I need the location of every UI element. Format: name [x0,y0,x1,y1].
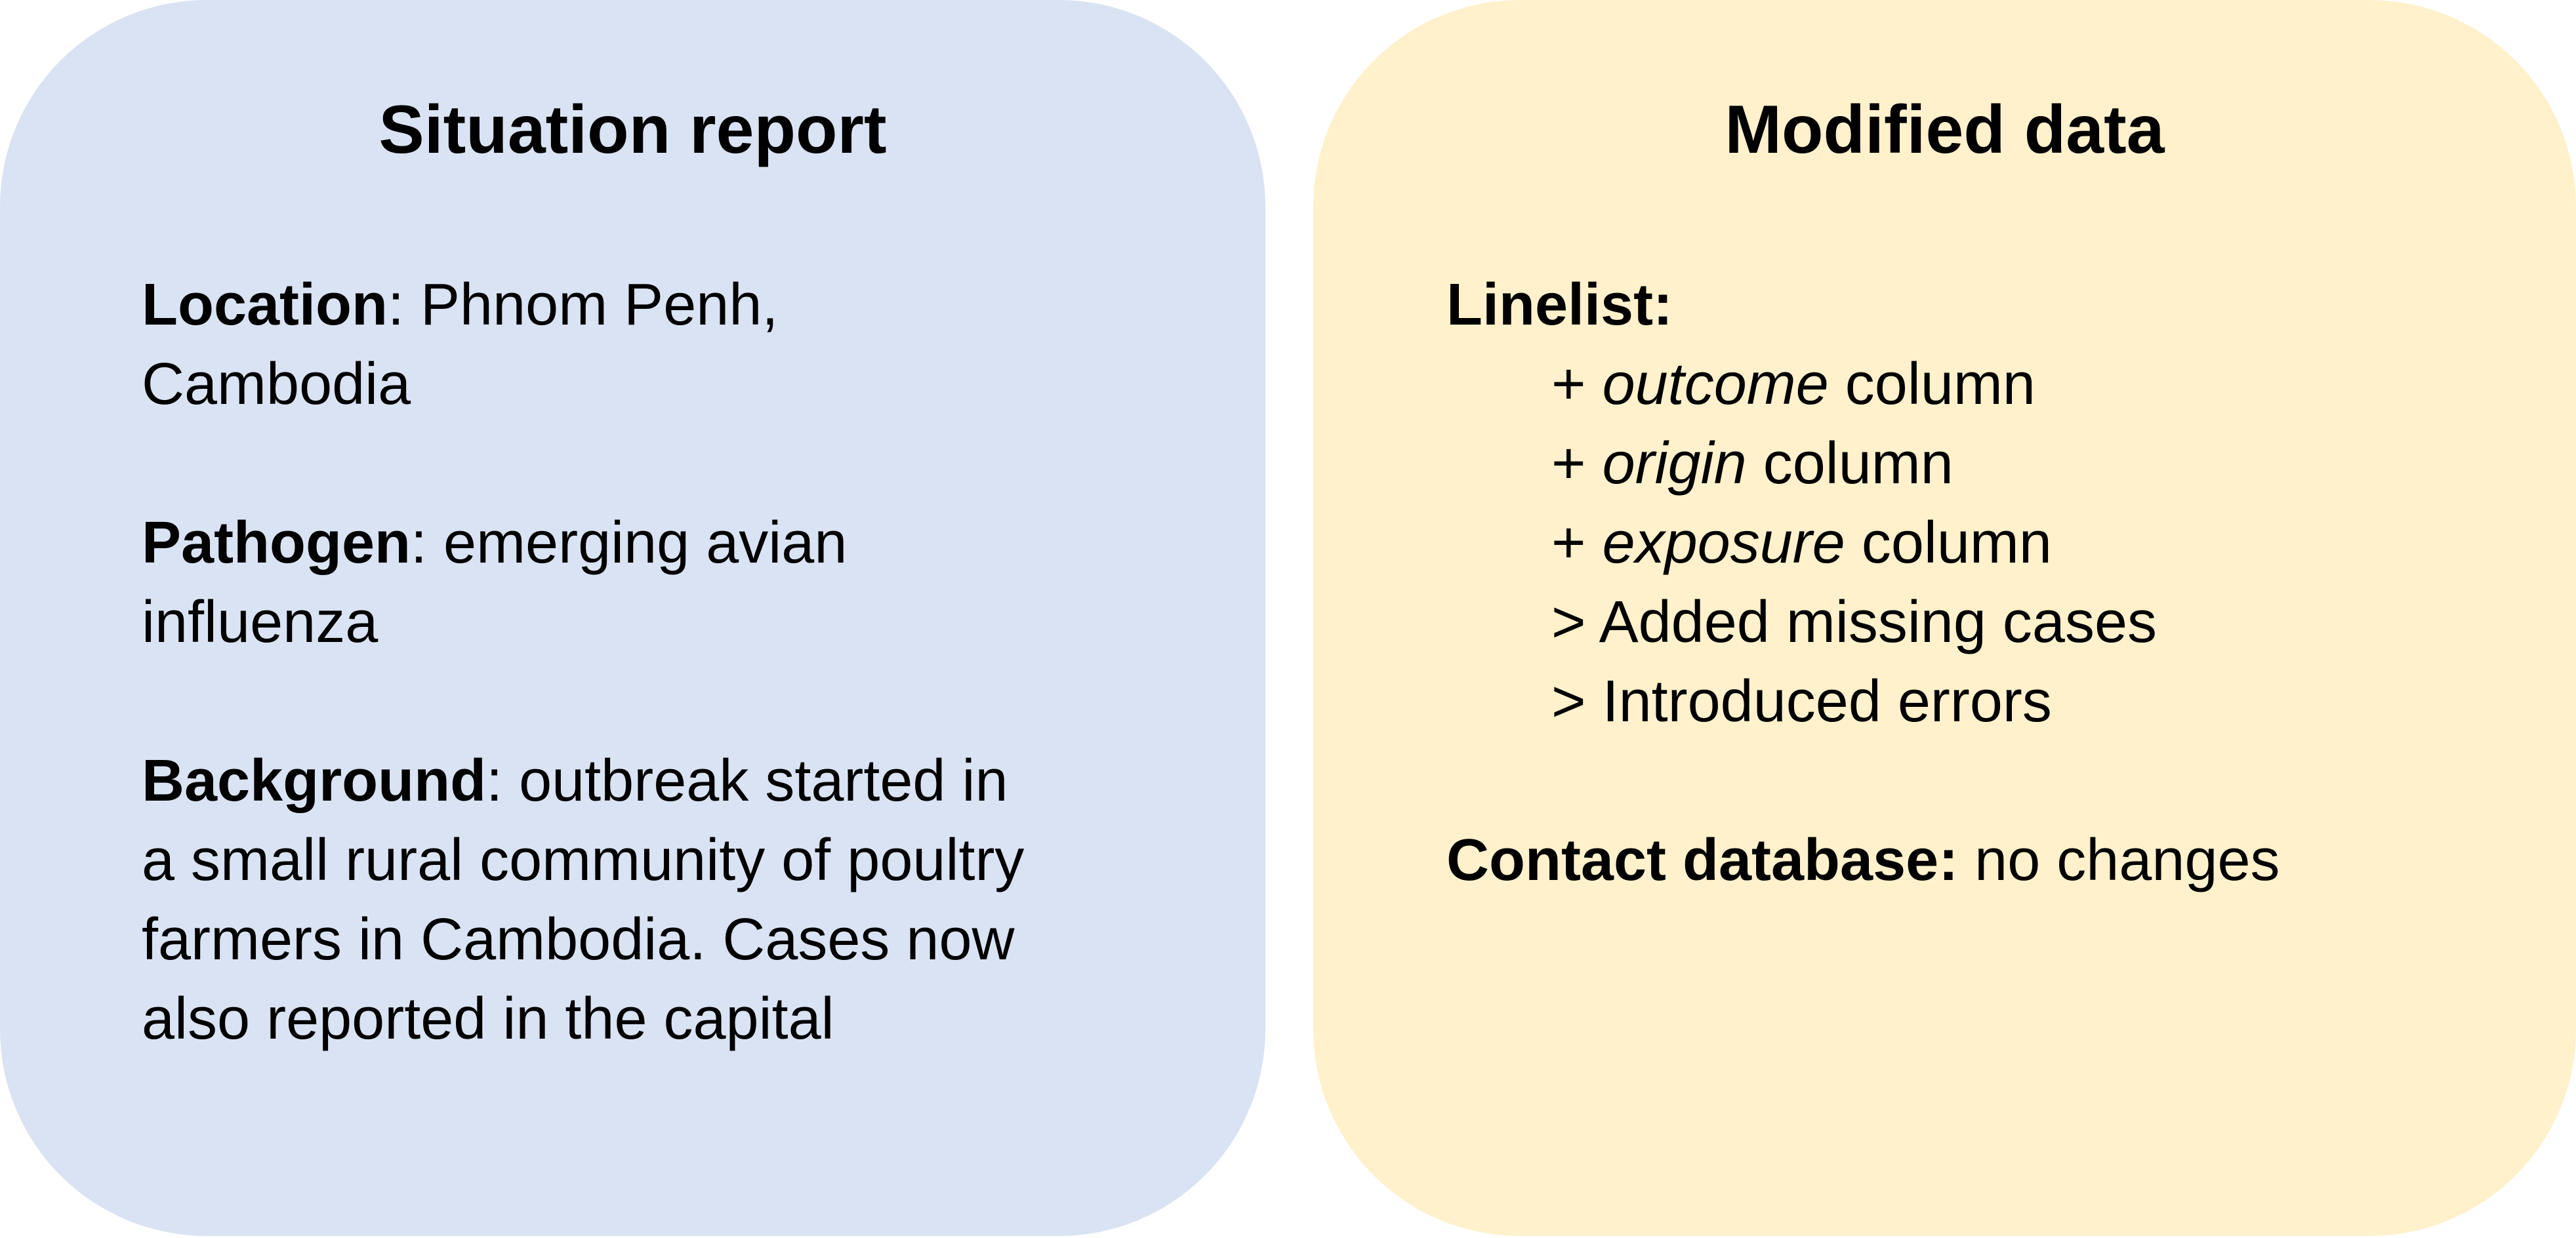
pathogen-value-2: influenza [142,589,378,655]
modified-data-title: Modified data [1725,92,2165,168]
linelist-item: + outcome column [1446,345,2280,424]
linelist-heading: Linelist: [1446,266,2280,345]
contact-database-label: Contact database: [1446,828,1959,893]
linelist-item-prefix: + [1551,510,1603,576]
situation-report-body: Location: Phnom Penh, Cambodia Pathogen:… [142,266,1024,1059]
background-value-2: a small rural community of poultry [142,828,1025,893]
linelist-label: Linelist: [1446,272,1673,338]
linelist-item-field: origin [1602,431,1747,496]
background-value-3: farmers in Cambodia. Cases now [142,907,1015,972]
situation-report-title: Situation report [378,92,887,168]
spacer [142,424,1024,504]
linelist-item: + exposure column [1446,504,2280,583]
linelist-item: > Introduced errors [1446,662,2280,742]
linelist-item-field: exposure [1602,510,1845,576]
linelist-item-field: outcome [1602,351,1829,417]
linelist-item-suffix: column [1828,351,2035,417]
location-label: Location [142,272,388,338]
background-label: Background [142,748,487,814]
linelist-item-prefix: > Introduced errors [1551,669,2052,734]
background-value-1: : outbreak started in [486,748,1008,814]
background-value-4: also reported in the capital [142,986,834,1052]
contact-database-line: Contact database: no changes [1446,821,2280,900]
linelist-item-prefix: + [1551,431,1603,496]
pathogen-value-1: : emerging avian [411,510,848,576]
linelist-item-suffix: column [1845,510,2052,576]
linelist-item-prefix: + [1551,351,1603,417]
linelist-item-suffix: column [1746,431,1953,496]
linelist-item-prefix: > Added missing cases [1551,589,2157,655]
situation-report-card: Situation report Location: Phnom Penh, C… [0,0,1265,1236]
modified-data-card: Modified data Linelist: + outcome column… [1313,0,2576,1236]
pathogen-line-1: Pathogen: emerging avian [142,504,1024,583]
linelist-item: + origin column [1446,424,2280,504]
location-value-2: Cambodia [142,351,411,417]
location-line-1: Location: Phnom Penh, [142,266,1024,345]
linelist-item: > Added missing cases [1446,583,2280,662]
background-line-1: Background: outbreak started in [142,742,1024,821]
spacer [1446,742,2280,821]
pathogen-label: Pathogen [142,510,411,576]
spacer [142,662,1024,742]
modified-data-body: Linelist: + outcome column + origin colu… [1446,266,2280,900]
contact-database-value: no changes [1958,828,2280,893]
location-value-1: : Phnom Penh, [388,272,779,338]
